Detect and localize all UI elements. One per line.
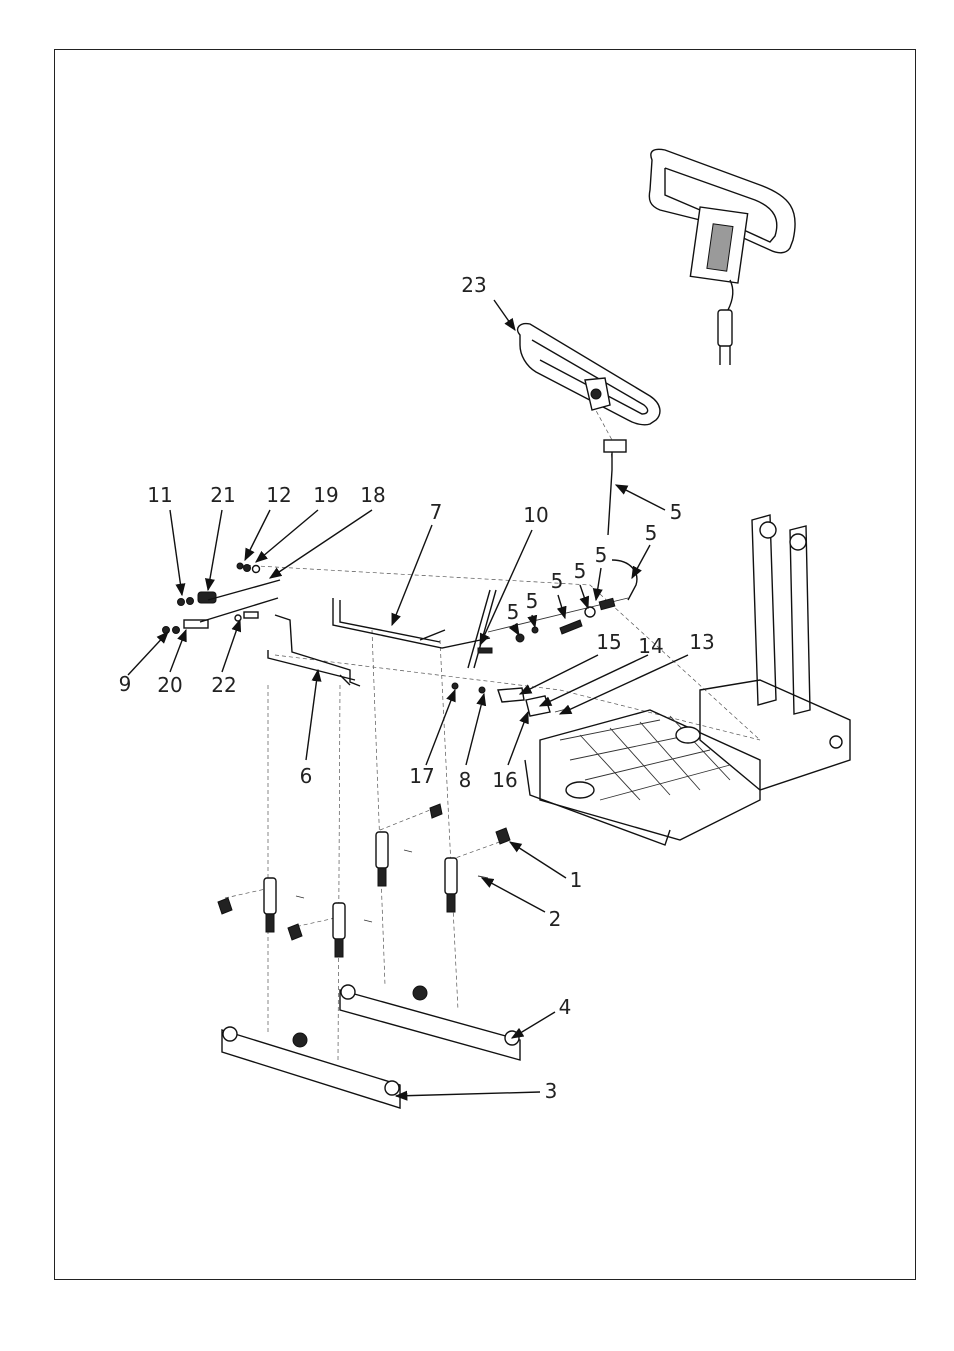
callout-9: 9 [119,672,132,696]
callout-10: 10 [523,503,548,527]
callout-12: 12 [266,483,291,507]
callout-15: 15 [596,630,621,654]
base-frame [524,514,851,846]
callout-5: 5 [574,559,587,583]
callout-8: 8 [459,768,472,792]
callout-18: 18 [360,483,385,507]
callout-17: 17 [409,764,434,788]
handle-frame-part [516,322,661,536]
callout-labels: 23 5 5 5 5 5 5 5 11 21 12 19 18 7 10 15 … [119,273,715,1103]
callout-20: 20 [157,673,182,697]
callout-16: 16 [492,768,517,792]
rod-part-7 [332,598,491,649]
callout-19: 19 [313,483,338,507]
callout-1: 1 [570,868,583,892]
callout-7: 7 [430,500,443,524]
callout-5: 5 [526,589,539,613]
callout-5: 5 [595,543,608,567]
callout-13: 13 [689,630,714,654]
callout-3: 3 [545,1079,558,1103]
rail-parts [221,984,521,1109]
callout-14: 14 [638,634,663,658]
assembly-lines [224,404,761,1061]
callout-21: 21 [210,483,235,507]
callout-23: 23 [461,273,486,297]
callout-5: 5 [507,600,520,624]
callout-5: 5 [670,500,683,524]
callout-5: 5 [645,521,658,545]
handle-assembly [648,148,796,365]
callout-5: 5 [551,569,564,593]
leader-lines [127,299,689,1101]
left-hardware-cluster [162,562,281,634]
rod-part-10 [467,589,497,669]
drawing-frame [54,49,916,1280]
linkage-part-6 [267,614,361,687]
callout-6: 6 [300,764,313,788]
callout-2: 2 [549,907,562,931]
callout-22: 22 [211,673,236,697]
callout-4: 4 [559,995,572,1019]
gas-springs [217,803,511,958]
callout-11: 11 [147,483,172,507]
